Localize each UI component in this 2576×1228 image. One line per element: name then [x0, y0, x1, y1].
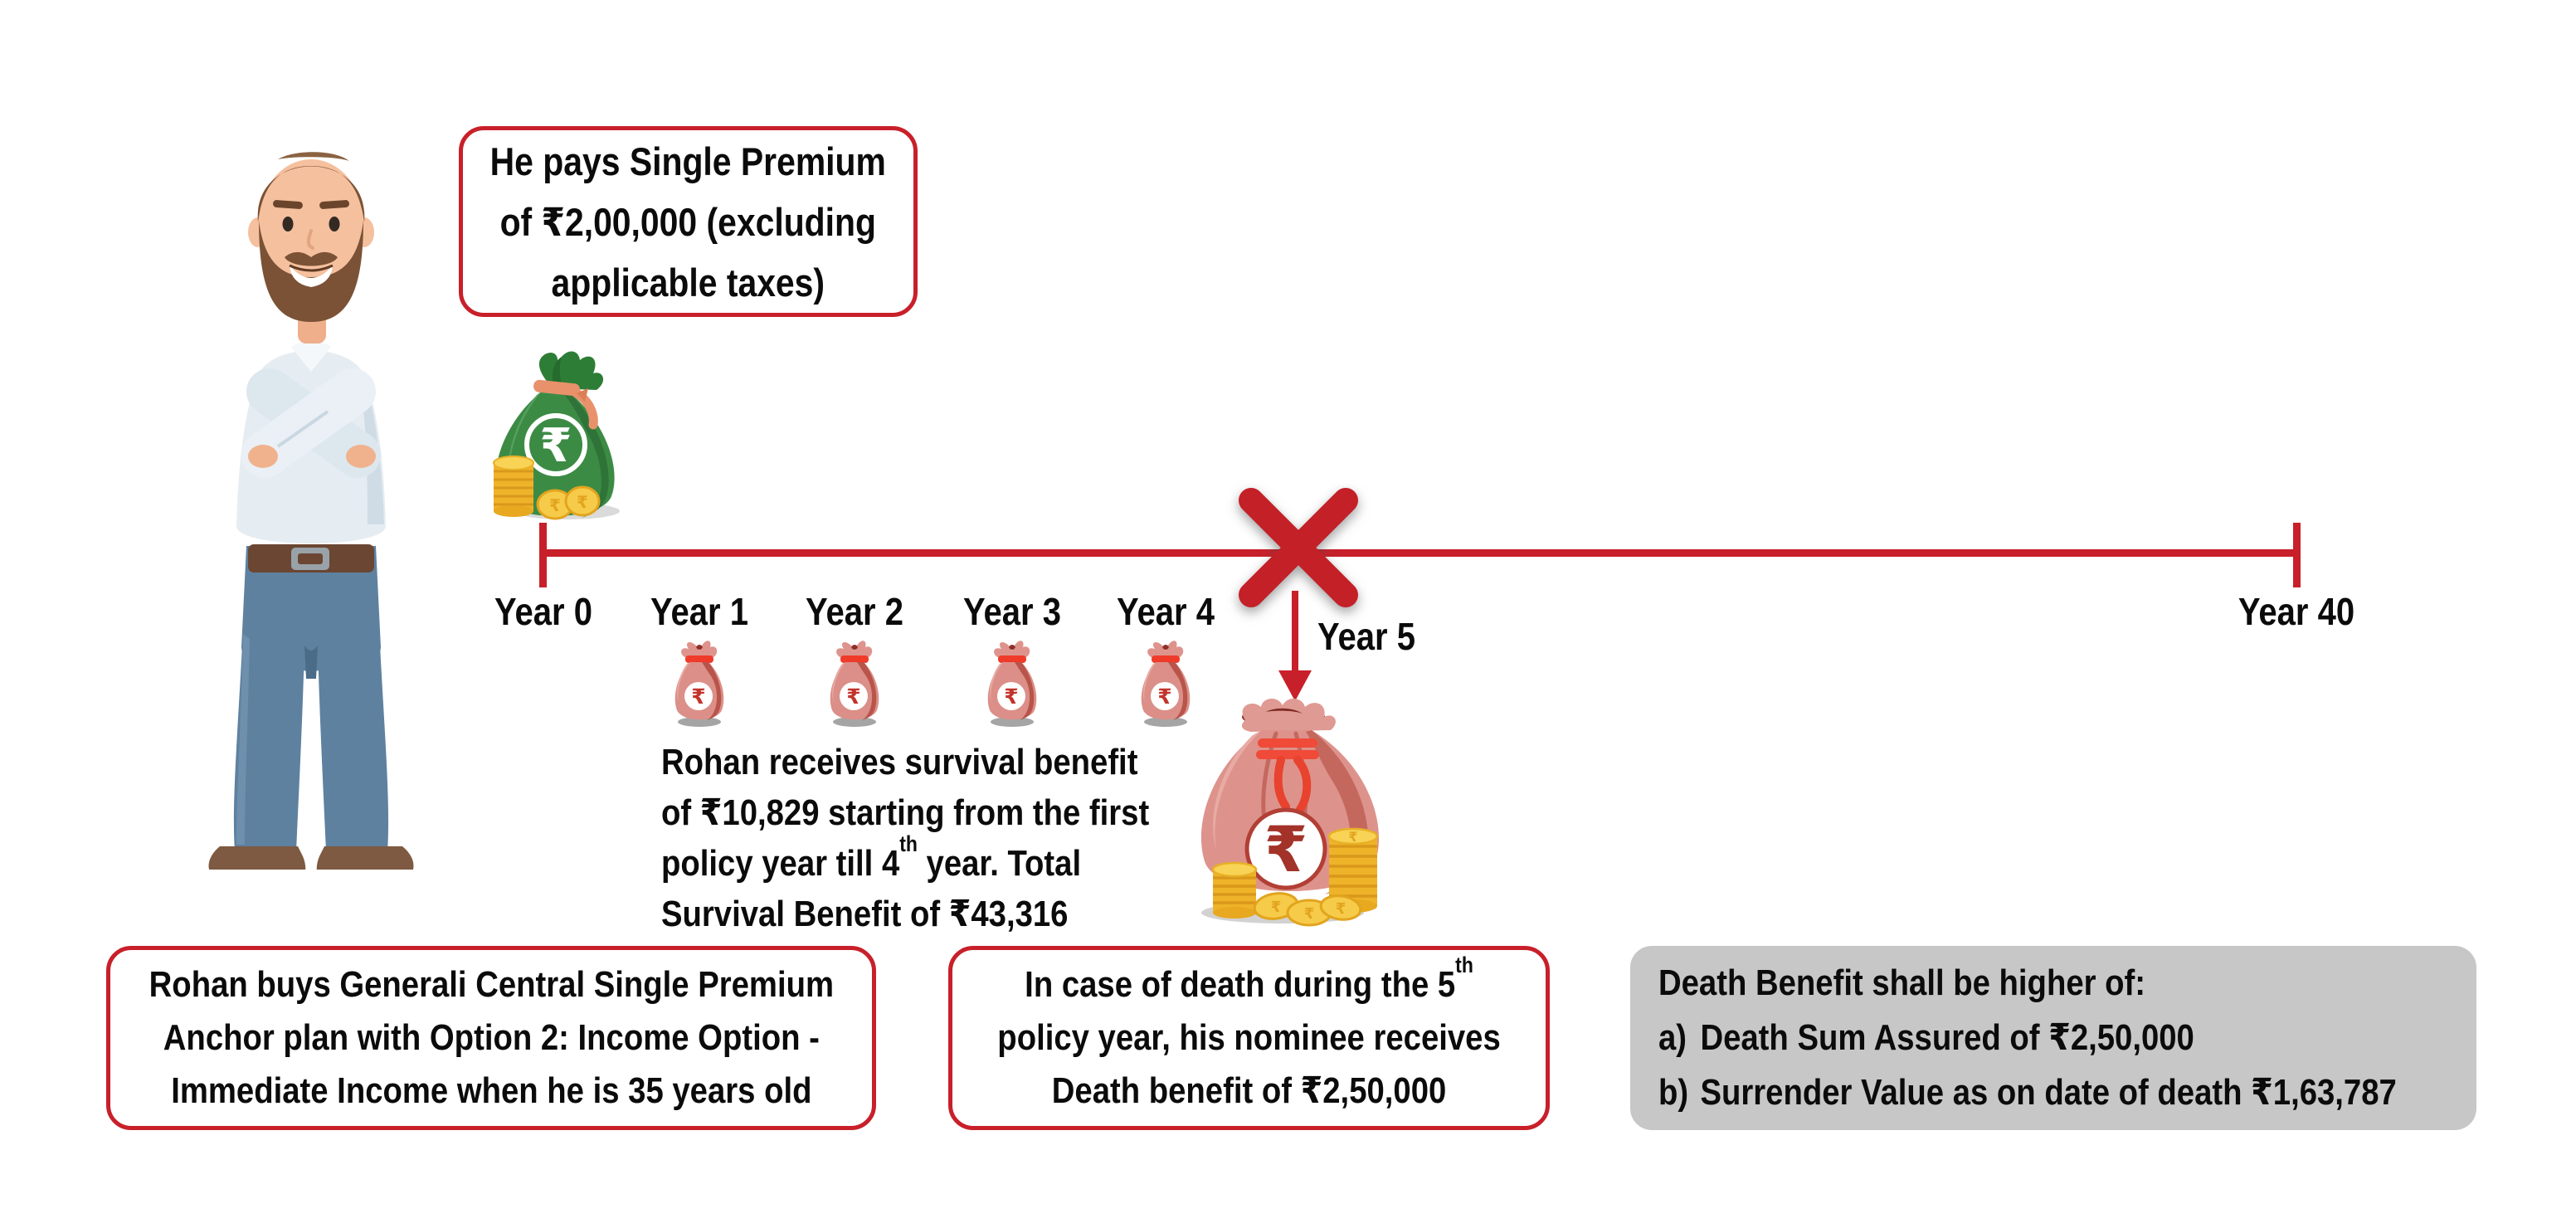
premium-callout-text: He pays Single Premium of ₹2,00,000 (exc… — [490, 131, 886, 313]
death-benefit-detail-box: Death Benefit shall be higher of: a)Deat… — [1630, 946, 2476, 1130]
timeline-tick-start — [539, 523, 547, 587]
timeline-label-year-0: Year 0 — [494, 590, 592, 633]
death-cross-icon — [1239, 488, 1358, 607]
timeline-label-year-3: Year 3 — [963, 590, 1061, 633]
item-marker: a) — [1658, 1017, 1687, 1058]
single-premium-money-bag-icon: ₹ ₹ ₹ — [493, 351, 620, 520]
premium-callout: He pays Single Premium of ₹2,00,000 (exc… — [459, 126, 918, 317]
survival-note-line: of ₹10,829 starting from the first — [661, 792, 1150, 833]
ordinal-superscript: th — [899, 831, 918, 857]
rupee-symbol: ₹ — [1336, 900, 1346, 917]
death-benefit-bag-icon: ₹ ₹ ₹ ₹ ₹ — [1200, 698, 1380, 927]
rupee-symbol: ₹ — [1157, 685, 1171, 709]
survival-benefit-bag-icon: ₹ — [1141, 641, 1191, 727]
ordinal-superscript: th — [1455, 953, 1473, 978]
year5-arrow-head-icon — [1278, 670, 1312, 701]
timeline-line — [543, 549, 2296, 557]
premium-line: He pays Single Premium — [489, 139, 887, 183]
rupee-symbol: ₹ — [1348, 831, 1357, 845]
rupee-symbol: ₹ — [540, 419, 572, 471]
death-benefit-detail-text: Death Benefit shall be higher of: a)Deat… — [1658, 956, 2397, 1120]
timeline-label-year-5: Year 5 — [1317, 615, 1415, 658]
timeline-label-year-40: Year 40 — [2238, 590, 2355, 633]
survival-note-line: Rohan receives survival benefit — [661, 742, 1138, 782]
survival-benefit-note: Rohan receives survival benefit of ₹10,8… — [661, 737, 1149, 939]
rupee-symbol: ₹ — [1271, 899, 1282, 915]
plan-callout-text: Rohan buys Generali Central Single Premi… — [149, 958, 833, 1118]
year5-arrow-shaft — [1292, 591, 1298, 670]
death-line: In case of death during the 5th — [1025, 953, 1473, 1005]
rupee-symbol: ₹ — [549, 497, 561, 515]
death-line: policy year, his nominee receives — [997, 1017, 1501, 1058]
death-callout-text: In case of death during the 5th policy y… — [997, 953, 1501, 1118]
man-crossed-arms-illustration — [208, 152, 414, 870]
premium-line: of ₹2,00,000 (excluding — [499, 199, 877, 244]
death-line: Death benefit of ₹2,50,000 — [1051, 1070, 1447, 1111]
timeline-label-year-1: Year 1 — [650, 590, 748, 633]
survival-benefit-bag-icon: ₹ — [674, 641, 724, 727]
coin-icon: ₹ ₹ — [536, 485, 601, 520]
timeline-tick-end — [2293, 523, 2301, 587]
rupee-symbol: ₹ — [691, 685, 705, 709]
death-benefit-item: b)Surrender Value as on date of death ₹1… — [1658, 1065, 2397, 1120]
coin-stack-icon — [493, 456, 534, 517]
survival-benefit-bag-icon: ₹ — [830, 641, 879, 727]
timeline-label-year-2: Year 2 — [806, 590, 903, 633]
coin-stack-icon — [1211, 861, 1258, 919]
timeline-label-year-4: Year 4 — [1117, 590, 1215, 633]
rupee-symbol: ₹ — [1004, 685, 1018, 709]
survival-note-line: policy year till 4th year. Total — [661, 831, 1082, 884]
rupee-symbol: ₹ — [1304, 905, 1315, 922]
survival-benefit-bag-icon: ₹ — [987, 641, 1037, 727]
death-callout: In case of death during the 5th policy y… — [948, 946, 1550, 1130]
rupee-symbol: ₹ — [846, 685, 860, 709]
plan-callout: Rohan buys Generali Central Single Premi… — [106, 946, 876, 1130]
item-marker: b) — [1658, 1072, 1689, 1113]
survival-note-line: Survival Benefit of ₹43,316 — [661, 894, 1069, 934]
coin-icon: ₹ ₹ ₹ — [1253, 892, 1362, 927]
plan-line: Anchor plan with Option 2: Income Option… — [163, 1017, 820, 1058]
death-benefit-item: a)Death Sum Assured of ₹2,50,000 — [1658, 1011, 2357, 1065]
death-benefit-title: Death Benefit shall be higher of: — [1658, 962, 2146, 1003]
rupee-symbol: ₹ — [1264, 815, 1308, 885]
plan-line: Rohan buys Generali Central Single Premi… — [149, 964, 834, 1005]
premium-line: applicable taxes) — [551, 260, 825, 305]
plan-line: Immediate Income when he is 35 years old — [170, 1070, 812, 1111]
rupee-symbol: ₹ — [577, 494, 588, 512]
